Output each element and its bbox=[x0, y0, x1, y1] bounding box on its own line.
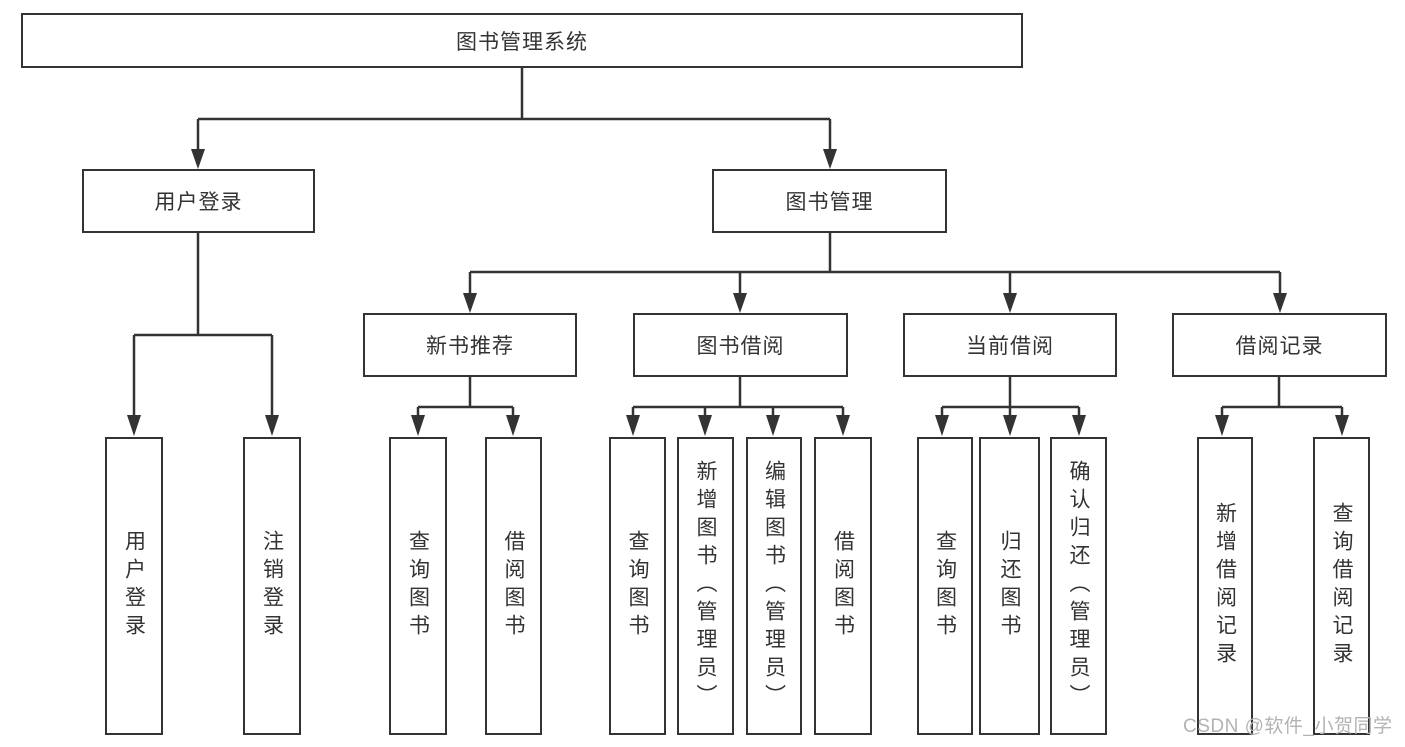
leaf-borrow-books-recommend-label: 借阅图书 bbox=[502, 530, 525, 642]
connector-root-to-level2 bbox=[191, 68, 837, 169]
node-borrow-records-label: 借阅记录 bbox=[1235, 335, 1324, 358]
connector-book-management-to-level3 bbox=[463, 233, 1287, 313]
leaf-borrow-books-borrow: 借阅图书 bbox=[814, 437, 872, 735]
leaf-borrow-books-borrow-label: 借阅图书 bbox=[831, 530, 855, 642]
leaf-user-login-label: 用户登录 bbox=[122, 530, 146, 642]
node-current-borrow: 当前借阅 bbox=[903, 313, 1117, 377]
leaf-edit-book-admin: 编辑图书（管理员） bbox=[746, 437, 802, 735]
leaf-return-books-label: 归还图书 bbox=[998, 530, 1021, 642]
leaf-query-borrow-record-label: 查询借阅记录 bbox=[1330, 502, 1353, 670]
leaf-query-borrow-record: 查询借阅记录 bbox=[1313, 437, 1370, 735]
node-book-management-label: 图书管理 bbox=[785, 191, 874, 214]
node-library-system: 图书管理系统 bbox=[21, 13, 1023, 68]
leaf-add-borrow-record: 新增借阅记录 bbox=[1197, 437, 1253, 735]
node-book-borrow: 图书借阅 bbox=[633, 313, 848, 377]
node-borrow-records: 借阅记录 bbox=[1172, 313, 1387, 377]
leaf-confirm-return-admin-label: 确认归还（管理员） bbox=[1067, 460, 1090, 712]
leaf-query-books-recommend-label: 查询图书 bbox=[406, 530, 430, 642]
node-user-login-label: 用户登录 bbox=[154, 191, 243, 214]
connector-book-borrow-children bbox=[626, 377, 850, 436]
node-current-borrow-label: 当前借阅 bbox=[966, 335, 1054, 358]
connector-current-borrow-children bbox=[935, 377, 1086, 436]
leaf-add-book-admin: 新增图书（管理员） bbox=[677, 437, 734, 735]
leaf-borrow-books-recommend: 借阅图书 bbox=[485, 437, 542, 735]
leaf-return-books: 归还图书 bbox=[979, 437, 1040, 735]
node-book-borrow-label: 图书借阅 bbox=[696, 335, 785, 358]
leaf-add-book-admin-label: 新增图书（管理员） bbox=[694, 460, 717, 712]
node-library-system-label: 图书管理系统 bbox=[456, 30, 588, 54]
leaf-logout-label: 注销登录 bbox=[260, 530, 284, 642]
leaf-add-borrow-record-label: 新增借阅记录 bbox=[1213, 502, 1237, 670]
leaf-query-books-recommend: 查询图书 bbox=[389, 437, 447, 735]
csdn-watermark: CSDN @软件_小贺同学 bbox=[1183, 716, 1393, 737]
leaf-user-login: 用户登录 bbox=[105, 437, 163, 735]
leaf-query-books-borrow: 查询图书 bbox=[609, 437, 666, 735]
connector-new-book-recommend-children bbox=[411, 377, 520, 436]
leaf-logout: 注销登录 bbox=[243, 437, 301, 735]
node-book-management: 图书管理 bbox=[712, 169, 947, 233]
leaf-confirm-return-admin: 确认归还（管理员） bbox=[1050, 437, 1107, 735]
leaf-query-books-current-label: 查询图书 bbox=[933, 530, 957, 642]
leaf-query-books-current: 查询图书 bbox=[917, 437, 973, 735]
node-new-book-recommend-label: 新书推荐 bbox=[426, 335, 514, 358]
leaf-edit-book-admin-label: 编辑图书（管理员） bbox=[762, 460, 786, 712]
connector-user-login-children bbox=[127, 233, 279, 436]
node-new-book-recommend: 新书推荐 bbox=[363, 313, 577, 377]
node-user-login: 用户登录 bbox=[82, 169, 315, 233]
connector-borrow-records-children bbox=[1215, 377, 1349, 436]
leaf-query-books-borrow-label: 查询图书 bbox=[626, 530, 649, 642]
